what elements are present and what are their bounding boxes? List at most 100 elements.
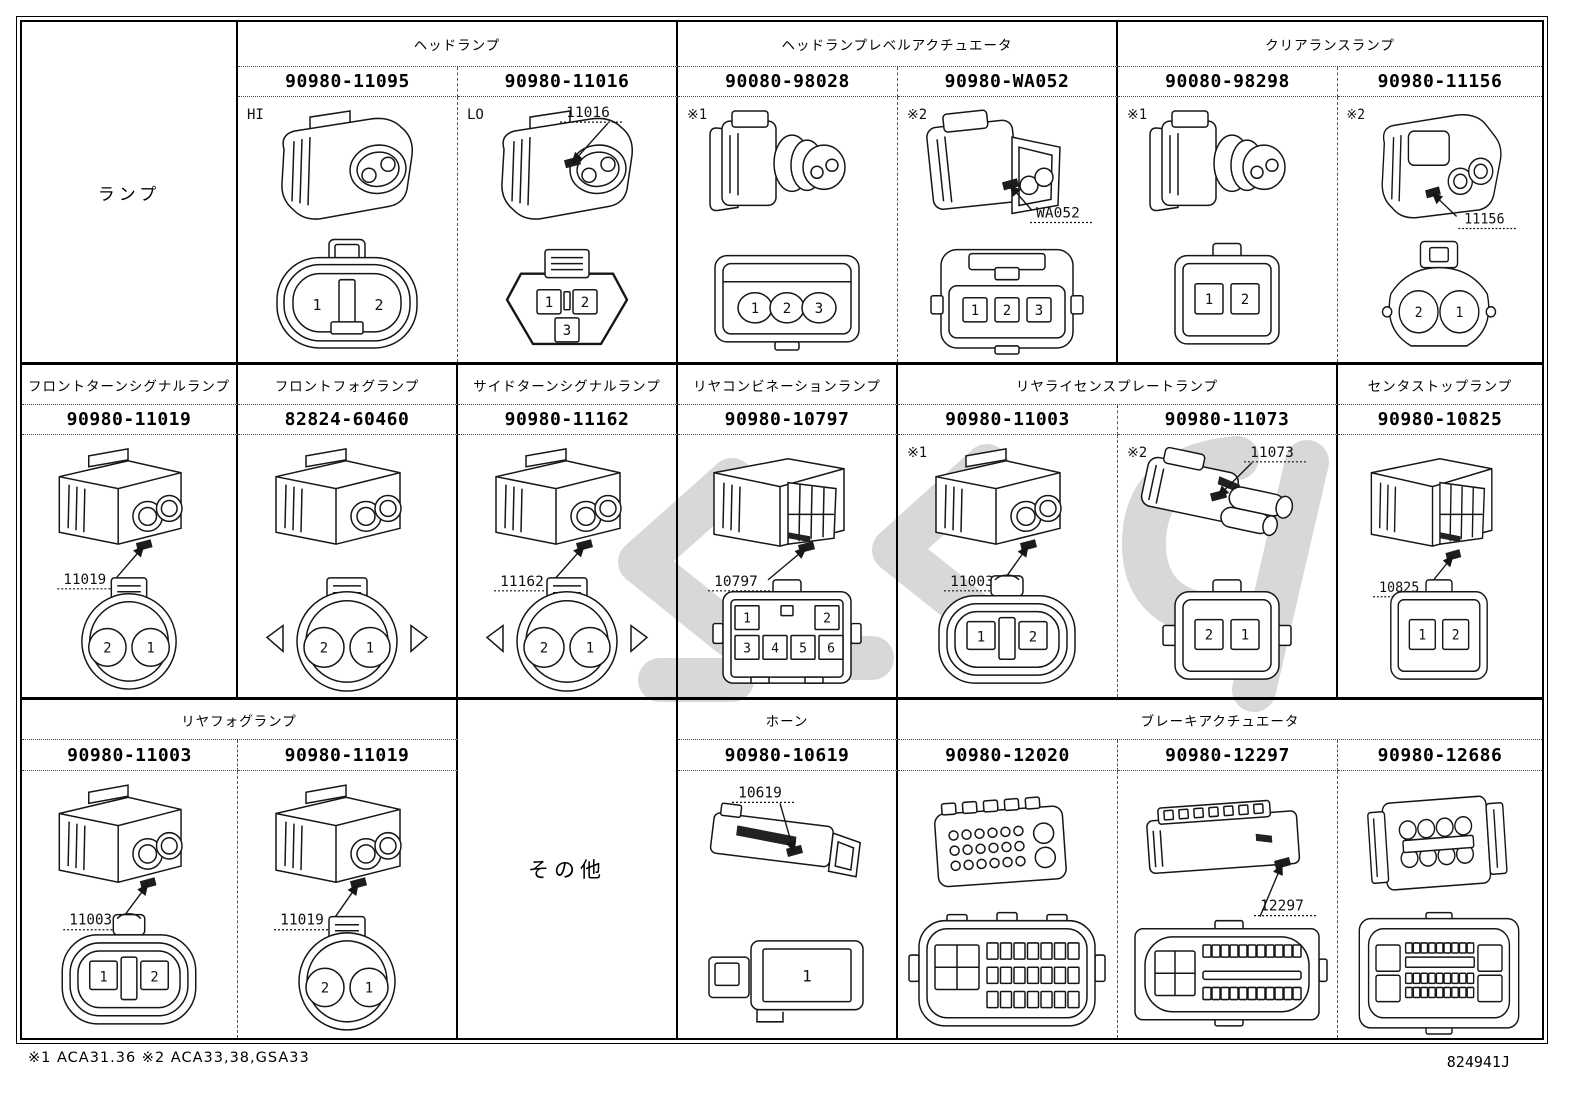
group-header-1-3: リヤコンビネーションランプ [678, 365, 898, 405]
part-number-1-6: 90980-10825 [1338, 405, 1542, 435]
connector-cell-2-5: 12297 [1118, 771, 1338, 1038]
svg-text:11016: 11016 [566, 105, 610, 121]
svg-text:3: 3 [815, 301, 823, 317]
cell-other: その他 [458, 700, 678, 1038]
svg-text:6: 6 [827, 641, 835, 656]
svg-text:1: 1 [586, 640, 594, 656]
connector-cell-1-5: ※2 11073 2 1 [1118, 435, 1338, 697]
svg-text:2: 2 [1415, 304, 1423, 321]
part-number-2-6: 90980-12686 [1338, 740, 1542, 771]
group-header-2-3: ブレーキアクチュエータ [898, 700, 1542, 740]
svg-text:1: 1 [99, 969, 107, 985]
svg-text:HI: HI [247, 107, 264, 123]
group-header-1-2: サイドターンシグナルランプ [458, 365, 678, 405]
part-number-1-1: 82824-60460 [238, 405, 458, 435]
svg-text:2: 2 [150, 969, 158, 985]
row-label-lamp: ランプ [22, 22, 238, 362]
svg-text:2: 2 [321, 980, 329, 996]
svg-text:12297: 12297 [1260, 897, 1304, 914]
svg-text:11003: 11003 [69, 913, 112, 929]
group-header-1-1: フロントフォグランプ [238, 365, 458, 405]
svg-text:3: 3 [563, 323, 571, 339]
svg-text:※1: ※1 [907, 445, 927, 461]
svg-text:11073: 11073 [1250, 445, 1294, 461]
svg-text:※2: ※2 [1127, 445, 1147, 461]
svg-text:5: 5 [799, 641, 807, 656]
connector-drawing-90980-11073: ※2 11073 2 1 [1127, 445, 1306, 680]
svg-text:1: 1 [971, 303, 979, 319]
band-separator-2 [22, 697, 1542, 700]
svg-text:3: 3 [1035, 303, 1043, 319]
svg-text:2: 2 [320, 640, 328, 656]
connector-cell-2-0: 11003 1 2 [22, 771, 238, 1038]
connector-cell-2-4 [898, 771, 1118, 1038]
svg-text:2: 2 [103, 640, 111, 656]
svg-text:3: 3 [743, 641, 751, 656]
svg-text:LO: LO [467, 107, 484, 123]
part-number-2-0: 90980-11003 [22, 740, 238, 771]
svg-text:11156: 11156 [1464, 211, 1504, 228]
group-header-1-0: フロントターンシグナルランプ [22, 365, 238, 405]
part-number-0-3: 90980-WA052 [898, 67, 1118, 97]
group-header-0-2: クリアランスランプ [1118, 22, 1542, 67]
connector-cell-2-6 [1338, 771, 1542, 1038]
svg-text:1: 1 [1241, 627, 1249, 643]
connector-drawing-90980-11095: HI 1 2 [247, 107, 418, 349]
svg-text:1: 1 [751, 301, 759, 317]
svg-text:4: 4 [771, 641, 779, 656]
connector-drawing-90980-12020 [908, 796, 1106, 1027]
part-number-2-3: 90980-10619 [678, 740, 898, 771]
part-number-1-2: 90980-11162 [458, 405, 678, 435]
svg-text:10797: 10797 [714, 574, 758, 590]
part-number-2-4: 90980-12020 [898, 740, 1118, 771]
svg-text:2: 2 [1241, 292, 1249, 308]
svg-text:1: 1 [366, 640, 374, 656]
svg-text:11019: 11019 [280, 912, 324, 929]
svg-text:※1: ※1 [1127, 107, 1147, 123]
svg-text:1: 1 [365, 980, 373, 996]
part-number-0-0: 90980-11095 [238, 67, 458, 97]
connector-drawing-90980-11003: 11003 1 2 [58, 784, 197, 1025]
svg-text:2: 2 [374, 296, 383, 314]
svg-text:1: 1 [802, 966, 812, 985]
svg-text:1: 1 [1455, 304, 1463, 321]
svg-text:2: 2 [1452, 628, 1460, 644]
svg-text:1: 1 [545, 295, 553, 311]
svg-text:1: 1 [977, 629, 985, 645]
group-header-1-5: センタストップランプ [1338, 365, 1542, 405]
svg-text:2: 2 [823, 612, 831, 627]
svg-text:1: 1 [312, 296, 321, 314]
group-header-2-2: ホーン [678, 700, 898, 740]
footnote: ※1 ACA31.36 ※2 ACA33,38,GSA33 [28, 1050, 310, 1066]
part-number-2-5: 90980-12297 [1118, 740, 1338, 771]
svg-text:※2: ※2 [907, 107, 927, 123]
svg-text:WA052: WA052 [1036, 205, 1080, 221]
part-number-1-0: 90980-11019 [22, 405, 238, 435]
part-number-1-4: 90980-11003 [898, 405, 1118, 435]
group-header-0-1: ヘッドランプレベルアクチュエータ [678, 22, 1118, 67]
connector-drawing-90980-11019: 11019 2 1 [274, 784, 402, 1031]
connector-cell-2-1: 11019 2 1 [238, 771, 458, 1038]
part-number-1-5: 90980-11073 [1118, 405, 1338, 435]
svg-text:2: 2 [1205, 627, 1213, 643]
part-number-2-1: 90980-11019 [238, 740, 458, 771]
svg-text:11019: 11019 [63, 572, 106, 588]
